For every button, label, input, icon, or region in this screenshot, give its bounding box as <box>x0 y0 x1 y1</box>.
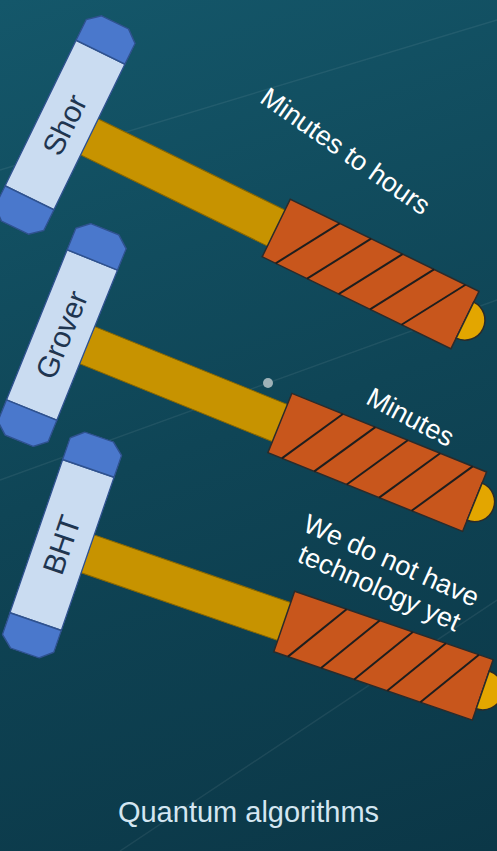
hammer-head: Shor <box>0 9 141 240</box>
hammer-shaft <box>69 313 497 539</box>
hammer-shaft <box>69 105 497 358</box>
algorithm-name: Shor <box>0 9 141 240</box>
decor-dot <box>263 378 273 388</box>
slide-caption: Quantum algorithms <box>0 796 497 829</box>
